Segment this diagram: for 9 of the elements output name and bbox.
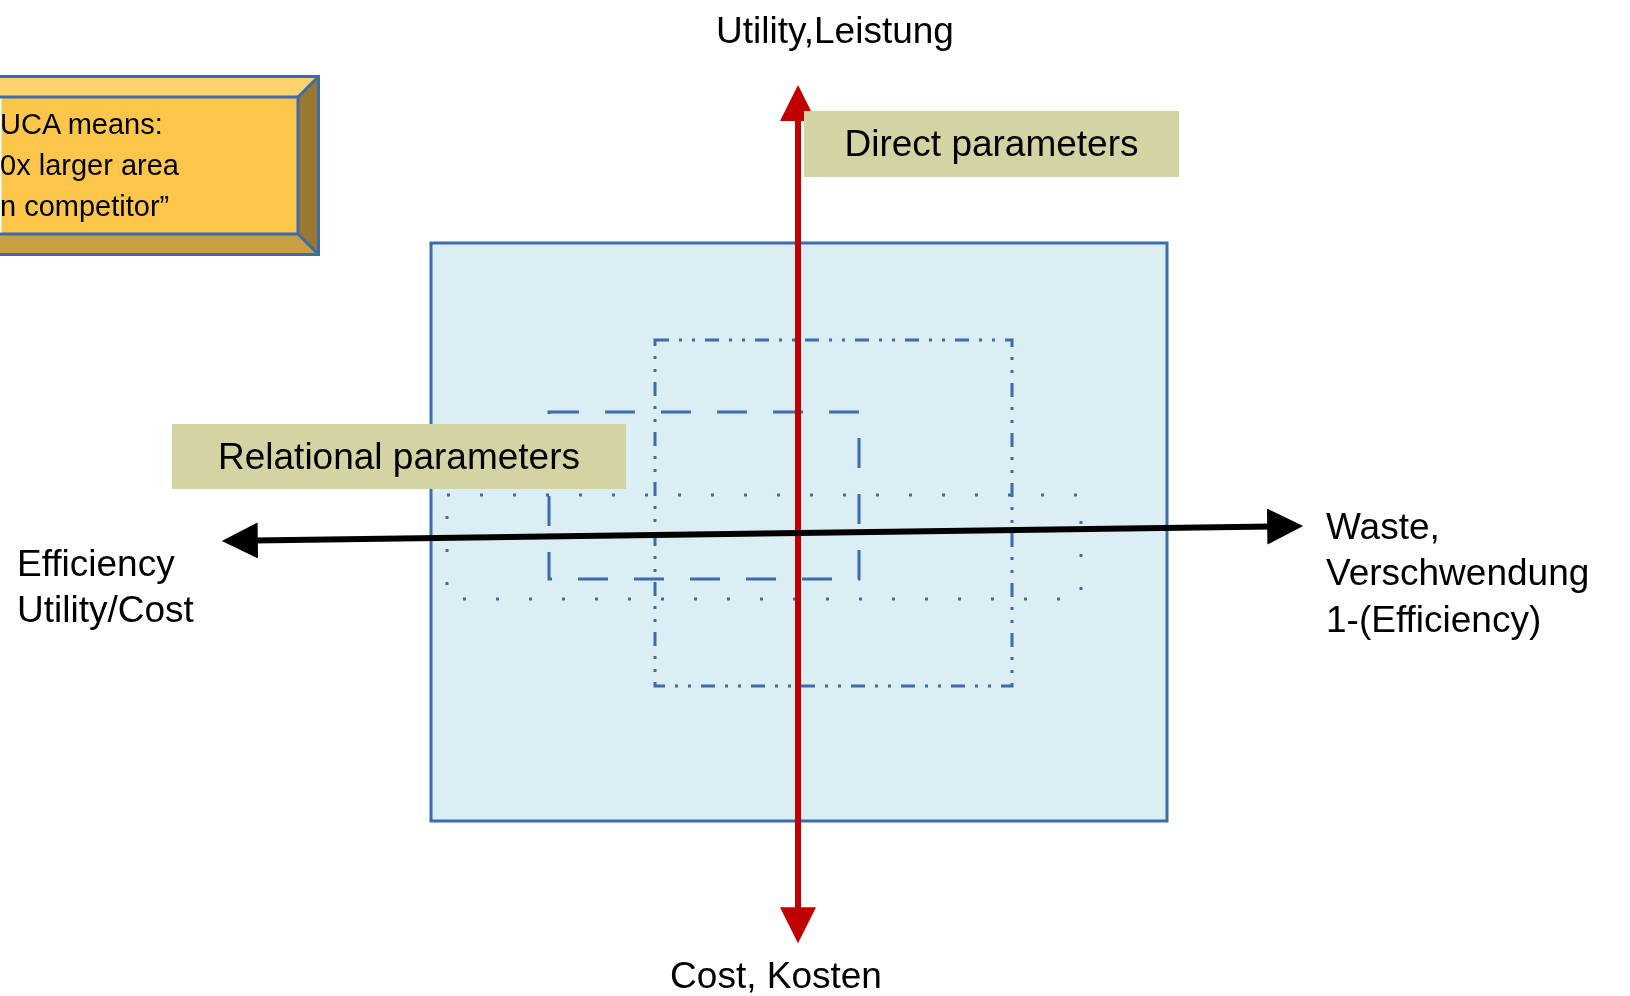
double-arrow <box>221 508 1304 559</box>
axis-label: Waste, Verschwendung 1-(Efficiency) <box>1308 504 1626 643</box>
parameter-label: Direct parameters <box>804 111 1179 177</box>
axis-label: Efficiency Utility/Cost <box>17 541 217 634</box>
axis-label: Cost, Kosten <box>670 953 882 996</box>
note-text: UCA means: 0x larger area n competitor” <box>0 107 180 224</box>
parameter-label: Relational parameters <box>172 424 626 489</box>
double-arrow <box>780 85 816 944</box>
axis-label: Utility,Leistung <box>716 8 954 55</box>
